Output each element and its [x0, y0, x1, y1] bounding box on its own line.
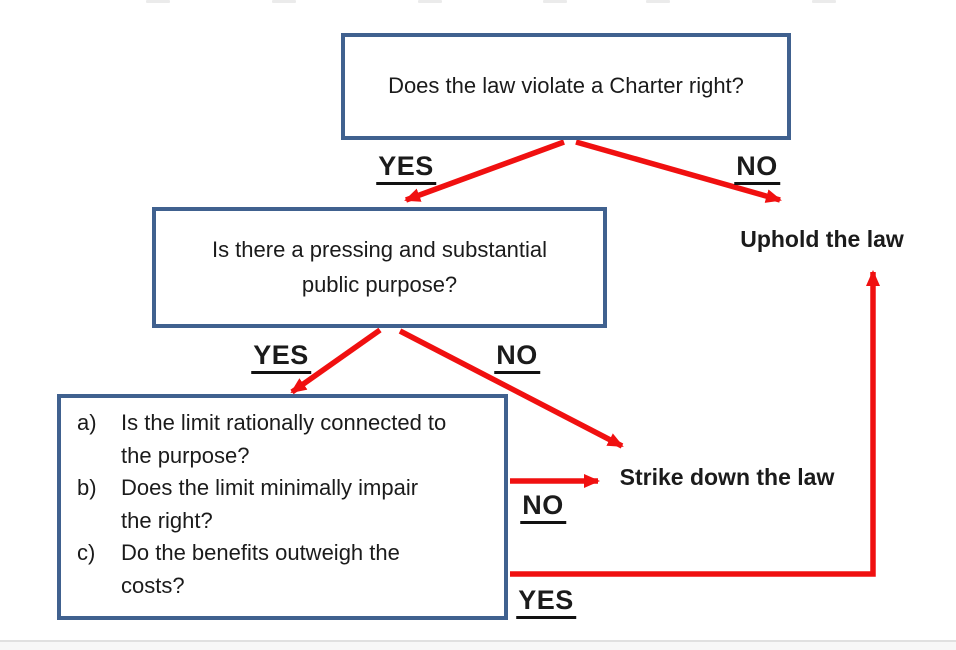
- list-item-text: Does the limit minimally impair the righ…: [121, 475, 419, 533]
- list-item-text: Do the benefits outweigh the costs?: [121, 540, 400, 598]
- top-edge-artifact: [812, 0, 836, 3]
- outcome-strike-down-law: Strike down the law: [619, 464, 835, 490]
- branch-label-q2-yes: YES: [251, 340, 311, 375]
- branch-label-q1-yes: YES: [376, 151, 436, 186]
- outcome-uphold-law: Uphold the law: [740, 226, 904, 252]
- question-text: Does the law violate a Charter right?: [388, 73, 744, 99]
- bottom-divider-line: [0, 640, 956, 642]
- list-marker: c): [77, 540, 96, 566]
- branch-label-q1-no: NO: [734, 151, 780, 186]
- list-marker: b): [77, 475, 97, 501]
- list-item-text: Is the limit rationally connected to the…: [121, 410, 447, 468]
- list-item: a) Is the limit rationally connected to …: [77, 407, 446, 472]
- top-edge-artifact: [272, 0, 296, 3]
- list-item: b) Does the limit minimally impair the r…: [77, 472, 446, 537]
- top-edge-artifact: [646, 0, 670, 3]
- top-edge-artifact: [146, 0, 170, 3]
- bottom-strip: [0, 642, 956, 650]
- proportionality-list: a) Is the limit rationally connected to …: [61, 398, 452, 608]
- branch-label-q3-no: NO: [520, 490, 566, 525]
- list-marker: a): [77, 410, 97, 435]
- question-text: Is there a pressing and substantial publ…: [211, 237, 548, 297]
- top-edge-artifact: [418, 0, 442, 3]
- branch-label-q2-no: NO: [494, 340, 540, 375]
- top-edge-artifact: [543, 0, 567, 3]
- branch-label-q3-yes: YES: [516, 585, 576, 620]
- decision-box-proportionality-test: a) Is the limit rationally connected to …: [57, 394, 508, 620]
- decision-box-public-purpose: Is there a pressing and substantial publ…: [152, 207, 607, 328]
- decision-box-charter-violation: Does the law violate a Charter right?: [341, 33, 791, 140]
- list-item: c) Do the benefits outweigh the costs?: [77, 537, 446, 602]
